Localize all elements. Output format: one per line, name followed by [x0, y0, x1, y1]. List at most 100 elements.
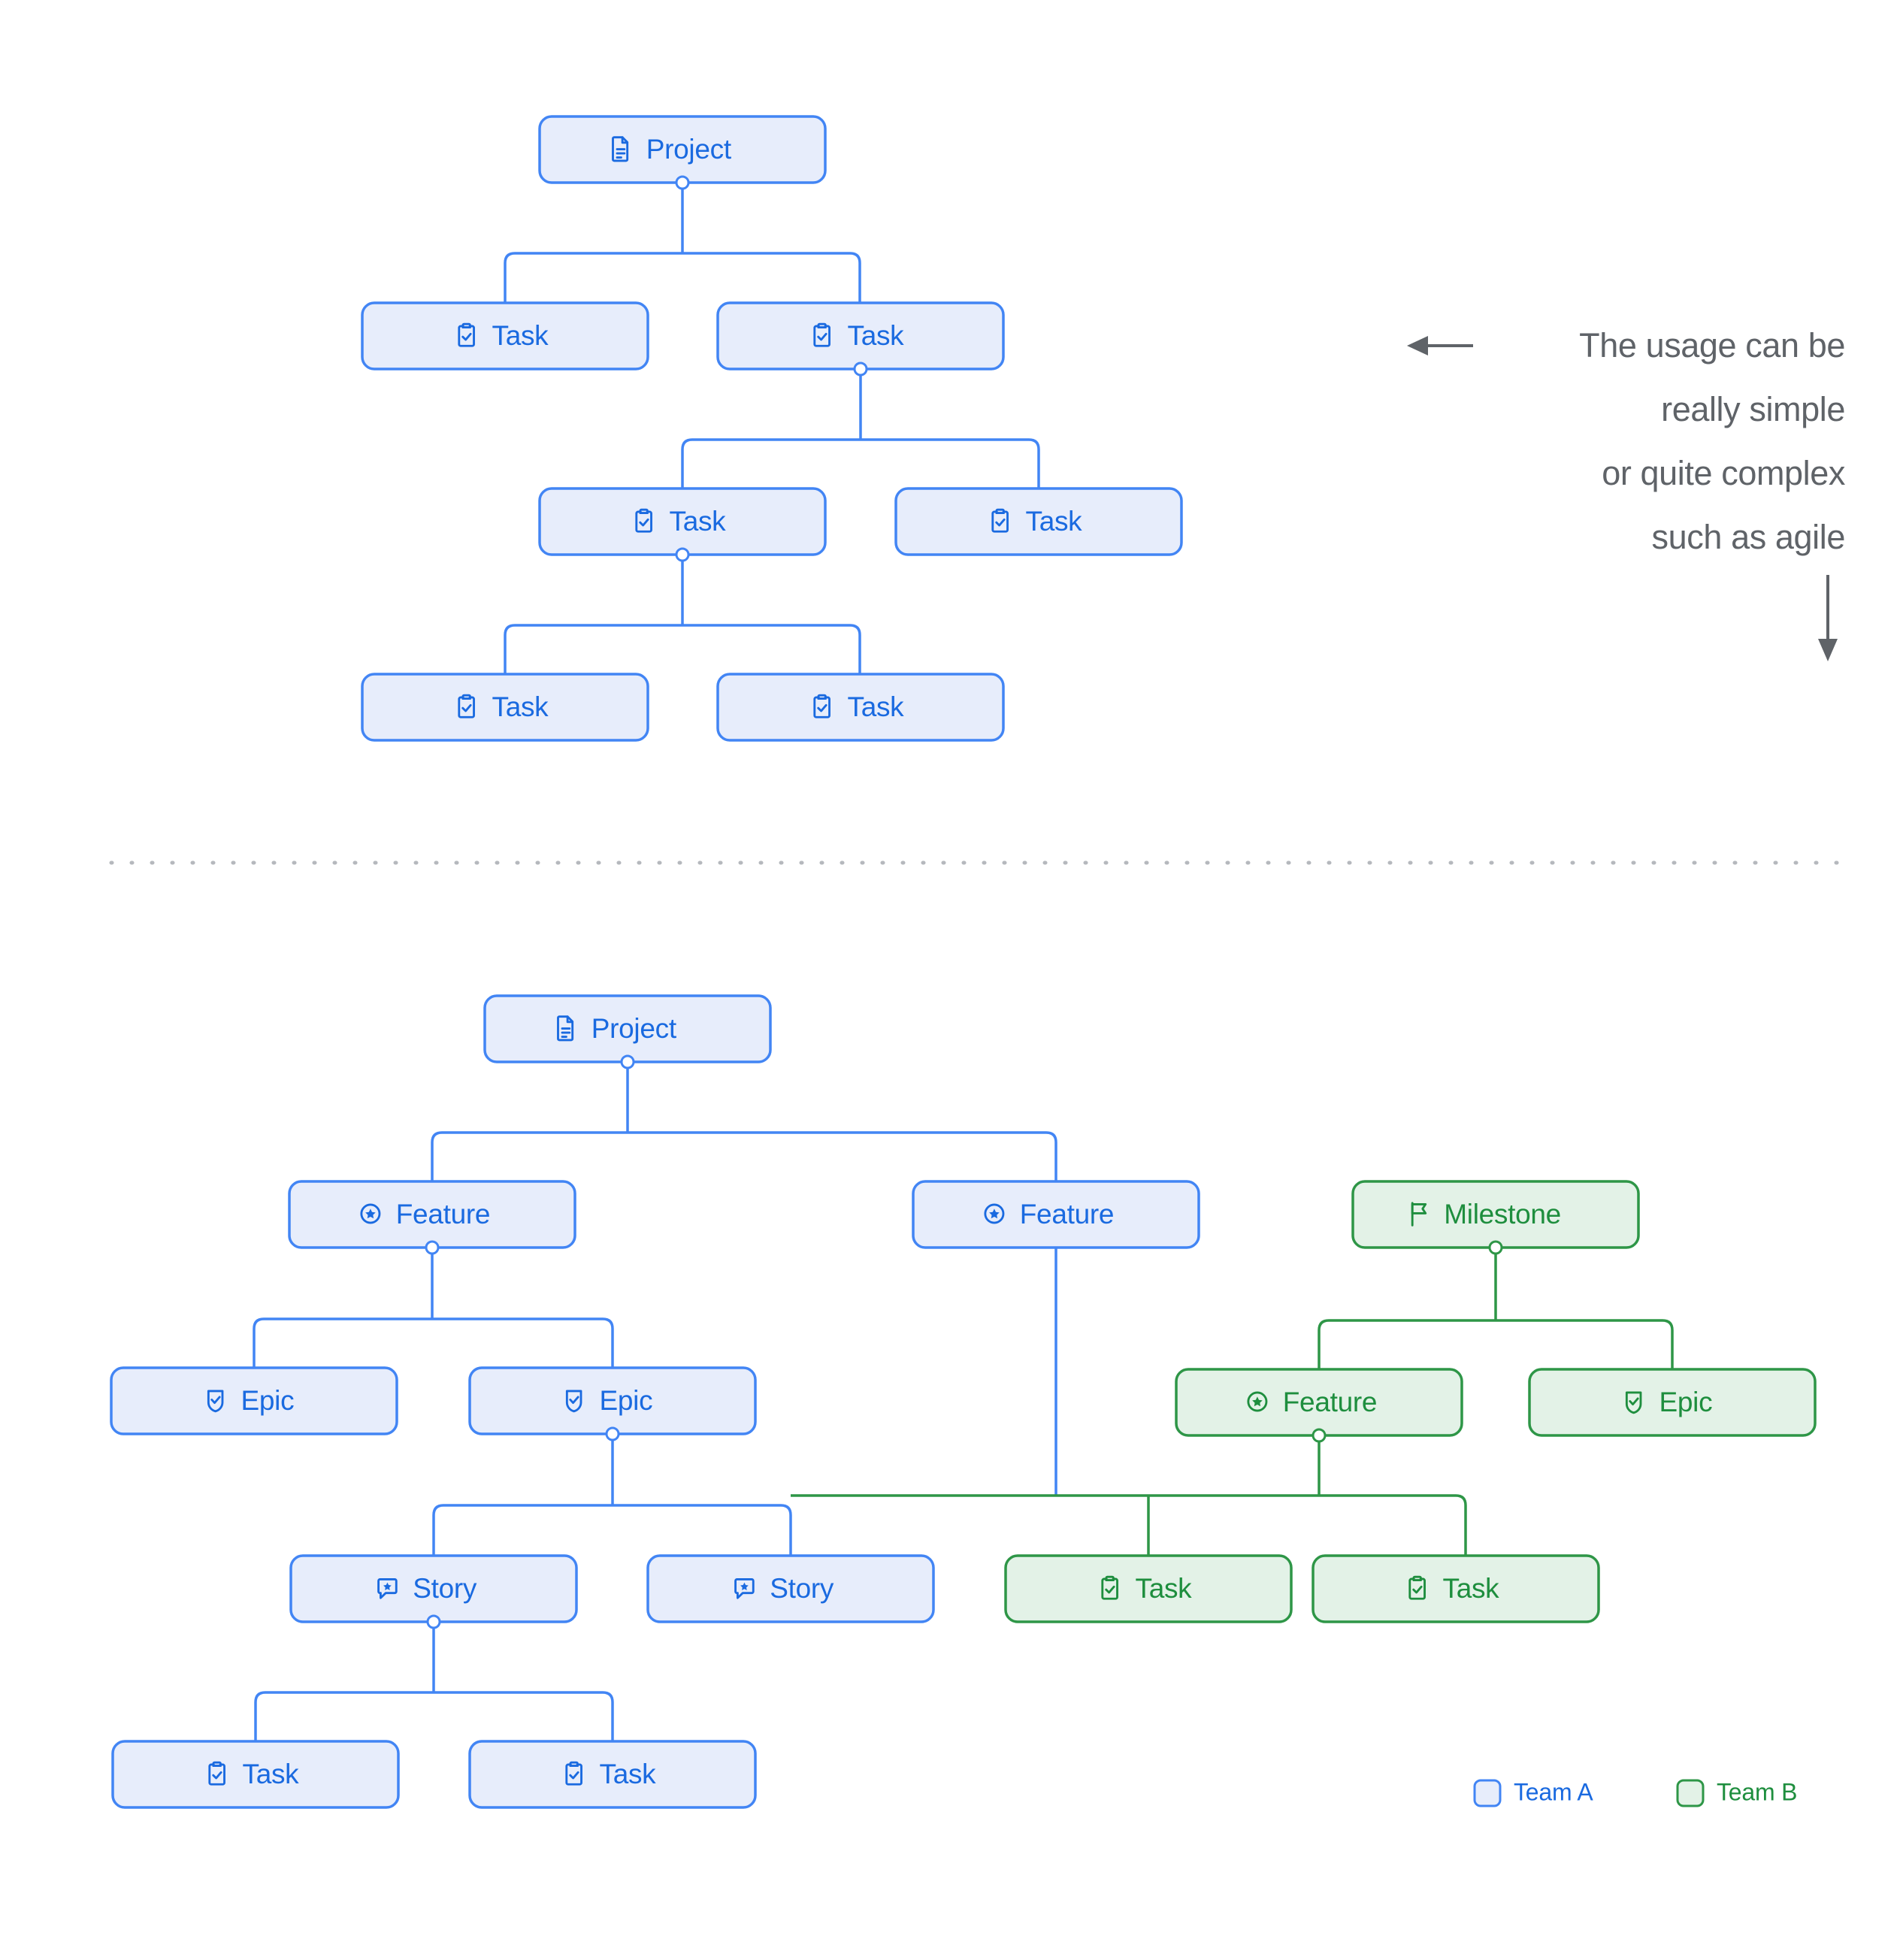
node-task[interactable]: Task: [1312, 1554, 1600, 1623]
edge-connector: [431, 1131, 1057, 1181]
node-label: Task: [243, 1759, 300, 1789]
flag-icon: [1411, 1202, 1427, 1227]
node-label: Epic: [241, 1385, 295, 1416]
node-box[interactable]: [894, 487, 1183, 556]
node-label: Project: [646, 134, 732, 165]
node-task[interactable]: Task: [538, 487, 827, 562]
node-label: Task: [848, 691, 905, 722]
node-label: Feature: [396, 1199, 490, 1230]
node-box[interactable]: [912, 1180, 1200, 1249]
node-label: Story: [413, 1573, 477, 1604]
chat-star-icon: [734, 1578, 755, 1599]
edge-group-simple: [504, 183, 1040, 674]
node-epic[interactable]: Epic: [468, 1366, 757, 1441]
node-label: Epic: [1659, 1387, 1713, 1417]
node-label: Milestone: [1444, 1199, 1561, 1230]
annotation-line-4: such as agile: [1652, 518, 1845, 556]
legend-item-team-b[interactable]: Team B: [1676, 1778, 1797, 1807]
legend-label: Team B: [1717, 1778, 1797, 1805]
node-project[interactable]: Project: [483, 994, 772, 1069]
node-task[interactable]: Task: [716, 673, 1005, 742]
node-label: Story: [770, 1573, 834, 1604]
node-box[interactable]: [1528, 1368, 1817, 1437]
document-icon: [557, 1015, 574, 1042]
connector-dot: [620, 1054, 635, 1069]
node-label: Feature: [1020, 1199, 1114, 1230]
node-label: Task: [1026, 506, 1083, 537]
node-milestone[interactable]: Milestone: [1351, 1180, 1640, 1255]
node-task[interactable]: Task: [111, 1740, 400, 1809]
edge-connector: [681, 438, 1040, 488]
node-project[interactable]: Project: [538, 115, 827, 190]
node-label: Task: [492, 320, 549, 351]
node-label: Feature: [1283, 1387, 1377, 1417]
node-feature[interactable]: Feature: [288, 1180, 576, 1255]
node-box[interactable]: [468, 1740, 757, 1809]
node-label: Task: [848, 320, 905, 351]
connector-dot: [426, 1614, 441, 1629]
node-box[interactable]: [1312, 1554, 1600, 1623]
node-box[interactable]: [361, 301, 649, 371]
node-box[interactable]: [111, 1740, 400, 1809]
down-arrow: [1818, 575, 1838, 661]
node-box[interactable]: [1004, 1554, 1293, 1623]
connector-dot: [605, 1426, 620, 1441]
node-box[interactable]: [646, 1554, 935, 1623]
clipboard-check-icon: [458, 694, 475, 718]
node-task[interactable]: Task: [894, 487, 1183, 556]
shield-check-icon: [565, 1390, 582, 1413]
node-box[interactable]: [716, 673, 1005, 742]
node-feature[interactable]: Feature: [912, 1180, 1200, 1249]
edge-connector: [254, 1691, 614, 1741]
clipboard-check-icon: [813, 322, 830, 347]
annotation-line-3: or quite complex: [1602, 454, 1846, 492]
node-task[interactable]: Task: [1004, 1554, 1293, 1623]
node-task[interactable]: Task: [716, 301, 1005, 377]
star-circle-icon: [360, 1203, 381, 1224]
legend-item-team-a[interactable]: Team A: [1473, 1778, 1594, 1807]
edge-connector: [253, 1317, 614, 1368]
node-label: Epic: [600, 1385, 653, 1416]
node-task[interactable]: Task: [361, 673, 649, 742]
shield-check-icon: [1625, 1391, 1642, 1414]
edge-group-agile: [253, 1062, 1674, 1741]
node-box[interactable]: [110, 1366, 398, 1435]
clipboard-check-icon: [991, 508, 1009, 533]
annotation-block: The usage can be really simple or quite …: [1407, 326, 1846, 661]
shield-check-icon: [207, 1390, 224, 1413]
connector-dot: [675, 547, 690, 562]
legend-swatch: [1676, 1779, 1705, 1807]
legend-swatch: [1473, 1779, 1502, 1807]
node-feature[interactable]: Feature: [1175, 1368, 1463, 1443]
node-label: Project: [591, 1013, 677, 1044]
edge-connector: [504, 624, 861, 674]
clipboard-check-icon: [458, 322, 475, 347]
node-label: Task: [1443, 1573, 1500, 1604]
node-task[interactable]: Task: [468, 1740, 757, 1809]
node-label: Task: [600, 1759, 657, 1789]
legend: Team A Team B: [1473, 1778, 1797, 1807]
node-epic[interactable]: Epic: [1528, 1368, 1817, 1437]
clipboard-check-icon: [813, 694, 830, 718]
node-epic[interactable]: Epic: [110, 1366, 398, 1435]
star-circle-icon: [1247, 1391, 1268, 1412]
annotation-line-1: The usage can be: [1579, 326, 1845, 364]
node-task[interactable]: Task: [361, 301, 649, 371]
clipboard-check-icon: [1408, 1575, 1426, 1600]
connector-dot: [853, 361, 868, 377]
edge-connector: [432, 1504, 792, 1556]
clipboard-check-icon: [635, 508, 652, 533]
edge-connector: [791, 1494, 1467, 1556]
node-story[interactable]: Story: [646, 1554, 935, 1623]
node-story[interactable]: Story: [289, 1554, 578, 1629]
node-label: Task: [1136, 1573, 1193, 1604]
node-box[interactable]: [361, 673, 649, 742]
connector-dot: [675, 175, 690, 190]
annotation-line-2: really simple: [1661, 390, 1845, 428]
clipboard-check-icon: [565, 1761, 582, 1786]
document-icon: [612, 136, 629, 162]
